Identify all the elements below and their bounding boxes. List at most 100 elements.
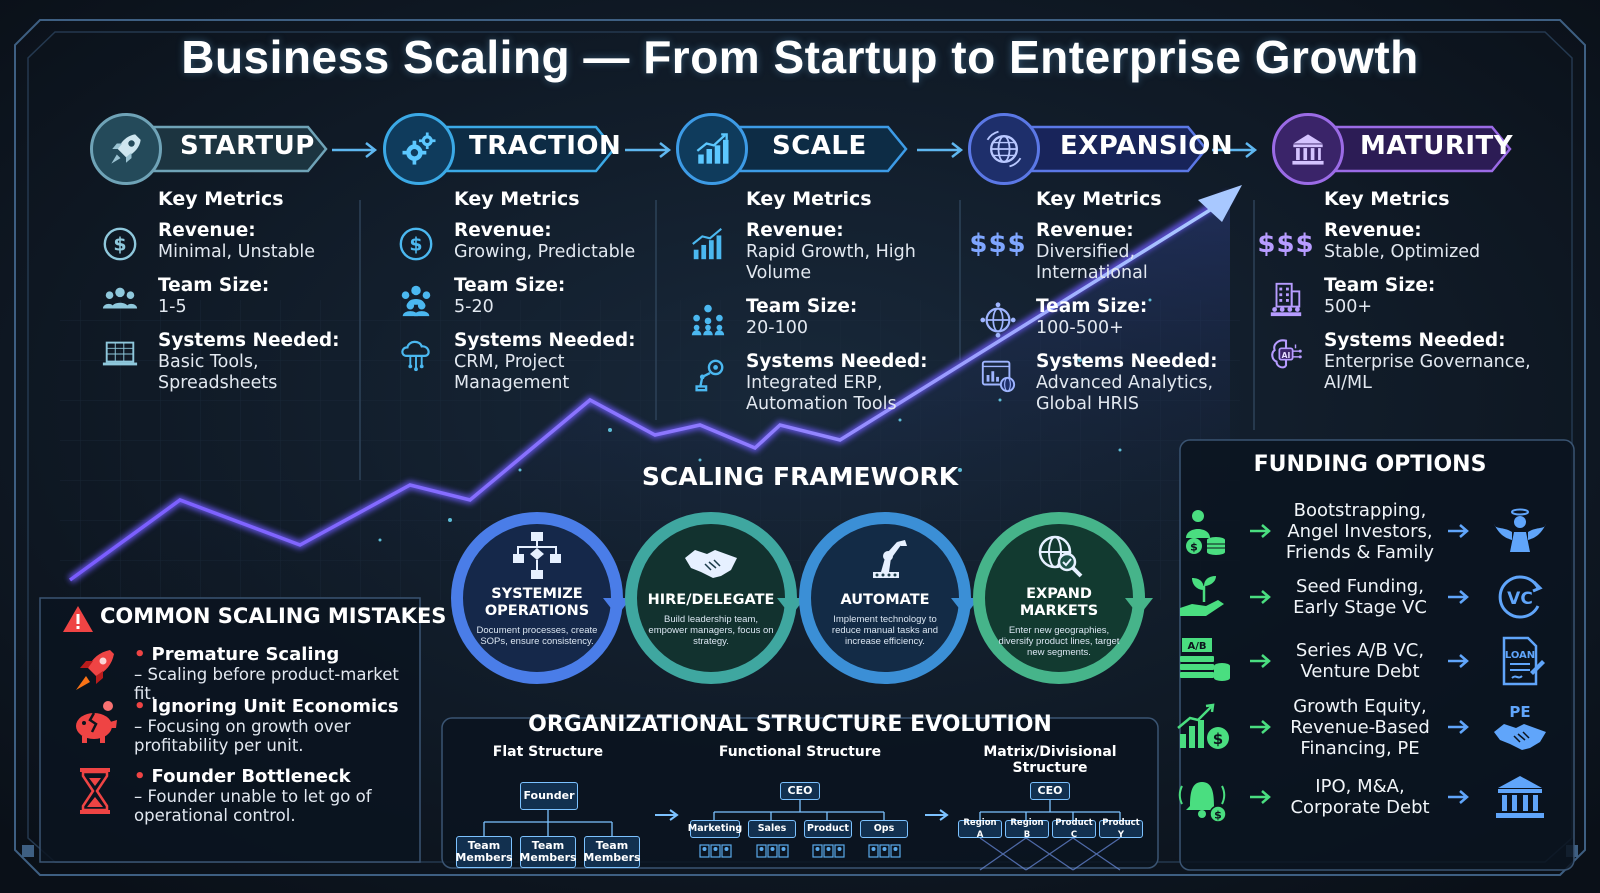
bank-icon <box>1292 134 1324 165</box>
person-icon-head <box>724 847 729 851</box>
growth-money-icon: $ <box>1177 703 1229 749</box>
global-network-icon <box>980 302 1016 338</box>
funding-title: FUNDING OPTIONS <box>1253 452 1487 477</box>
stage-label-startup: STARTUP <box>180 131 315 161</box>
mistakes-title: COMMON SCALING MISTAKES <box>100 604 447 628</box>
org-node-team: Team Members <box>519 836 577 868</box>
person-icon-head <box>837 847 842 851</box>
growth-chart-icon <box>692 227 722 260</box>
framework-step-hire: HIRE/DELEGATE Build leadership team, emp… <box>636 536 786 647</box>
person-icon-head <box>702 847 707 851</box>
org-functional-label: Functional Structure <box>718 744 882 760</box>
arrow-right-icon <box>1448 524 1469 538</box>
svg-text:$: $ <box>1213 730 1223 748</box>
svg-text:A/B: A/B <box>1187 641 1206 652</box>
bank-icon <box>1496 776 1544 818</box>
person-icon-head <box>882 847 887 851</box>
org-node-ops: Ops <box>860 820 908 838</box>
framework-ring <box>799 512 979 684</box>
svg-text:$: $ <box>409 234 422 256</box>
stage-label-traction: TRACTION <box>469 131 622 161</box>
org-node-marketing: Marketing <box>688 820 742 838</box>
cash-stack-icon: A/B <box>1180 638 1230 681</box>
arrow-right-icon <box>1448 654 1469 668</box>
person-icon-head <box>759 847 764 851</box>
team-row: Team Size: 100-500+ <box>974 296 1244 339</box>
team-icon <box>401 285 431 317</box>
person-icon-head <box>893 847 898 851</box>
arrow-right-icon <box>1250 590 1271 604</box>
bar-chart-icon <box>696 133 729 164</box>
person-icon-head <box>826 847 831 851</box>
team-row: Team Size: 5-20 <box>392 275 662 318</box>
framework-ring <box>973 512 1153 684</box>
person-icon-head <box>871 847 876 851</box>
triple-dollar-icon: $$$ <box>1257 229 1315 259</box>
robot-gear-icon <box>695 359 724 392</box>
stage-label-expansion: EXPANSION <box>1060 131 1234 161</box>
org-flat-label: Flat Structure <box>492 744 604 760</box>
systems-row: Systems Needed: Integrated ERP, Automati… <box>684 351 954 415</box>
stage-label-scale: SCALE <box>772 131 867 161</box>
funding-row-ipo: $ IPO, M&A,Corporate Debt <box>1176 766 1556 828</box>
arrow-right-icon <box>1448 790 1469 804</box>
office-building-icon <box>1270 282 1302 317</box>
framework-step-expand: EXPAND MARKETS Enter new geographies, di… <box>984 530 1134 658</box>
key-metrics-heading: Key Metrics <box>746 188 872 210</box>
funding-row-series: A/B Series A/B VC,Venture Debt LOAN <box>1176 630 1556 692</box>
seedling-hand-icon <box>1180 576 1224 616</box>
gears-icon <box>402 132 436 165</box>
person-icon <box>879 844 890 858</box>
key-metrics-heading: Key Metrics <box>1036 188 1162 210</box>
person-icon <box>812 844 823 858</box>
svg-text:LOAN: LOAN <box>1505 650 1535 661</box>
page-title: Business Scaling — From Startup to Enter… <box>181 31 1419 83</box>
person-icon <box>834 844 845 858</box>
arrow-right-icon <box>1250 790 1271 804</box>
funding-row-bootstrapping: $ Bootstrapping,Angel Investors,Friends … <box>1176 500 1556 563</box>
mistake-item-founder-bottleneck: •Founder Bottleneck – Founder unable to … <box>70 766 410 825</box>
metrics-scale: Key Metrics Revenue: Rapid Growth, High … <box>684 188 954 427</box>
network-team-icon <box>691 304 725 336</box>
stage-traction-icon-badge <box>383 113 455 185</box>
org-title: ORGANIZATIONAL STRUCTURE EVOLUTION <box>528 712 1052 737</box>
funding-row-seed: Seed Funding,Early Stage VC VC <box>1176 566 1556 628</box>
org-node-product-y: Product Y <box>1099 818 1143 840</box>
revenue-row: $ Revenue: Minimal, Unstable <box>96 220 366 263</box>
revenue-row: Revenue: Rapid Growth, High Volume <box>684 220 954 284</box>
stage-label-maturity: MATURITY <box>1360 131 1514 161</box>
arrow-right-icon <box>1448 590 1469 604</box>
systems-row: Systems Needed: Basic Tools, Spreadsheet… <box>96 330 366 394</box>
framework-title: SCALING FRAMEWORK <box>641 462 959 491</box>
org-node-ceo: CEO <box>1030 782 1070 800</box>
team-icon <box>102 287 138 309</box>
stage-expansion-icon-badge <box>968 113 1040 185</box>
framework-step-automate: AUTOMATE Implement technology to reduce … <box>810 536 960 647</box>
arrow-right-icon <box>1250 524 1271 538</box>
person-icon <box>778 844 789 858</box>
mistake-item-premature: •Premature Scaling – Scaling before prod… <box>70 644 410 703</box>
stage-maturity-icon-badge <box>1272 113 1344 185</box>
person-icon-head <box>770 847 775 851</box>
org-node-team: Team Members <box>455 836 513 868</box>
org-node-sales: Sales <box>748 820 796 838</box>
robot-arm-icon <box>873 540 907 578</box>
framework-step-systemize: SYSTEMIZE OPERATIONS Document processes,… <box>462 530 612 647</box>
svg-text:$: $ <box>1190 541 1198 554</box>
cloud-network-icon <box>401 340 430 372</box>
revenue-row: $ Revenue: Growing, Predictable <box>392 220 662 263</box>
broken-piggy-bank-icon <box>76 701 117 743</box>
org-node-team: Team Members <box>583 836 641 868</box>
person-icon-head <box>713 847 718 851</box>
rocket-icon <box>111 134 141 164</box>
vc-icon: VC <box>1498 575 1543 619</box>
team-row: Team Size: 1-5 <box>96 275 366 318</box>
person-icon <box>721 844 732 858</box>
metrics-maturity: Key Metrics $$$ Revenue: Stable, Optimiz… <box>1257 188 1532 406</box>
svg-text:PE: PE <box>1509 703 1530 721</box>
person-icon <box>823 844 834 858</box>
rocket-icon <box>76 650 114 690</box>
laptop-spreadsheet-icon <box>102 341 138 366</box>
metrics-traction: Key Metrics $ Revenue: Growing, Predicta… <box>392 188 662 406</box>
